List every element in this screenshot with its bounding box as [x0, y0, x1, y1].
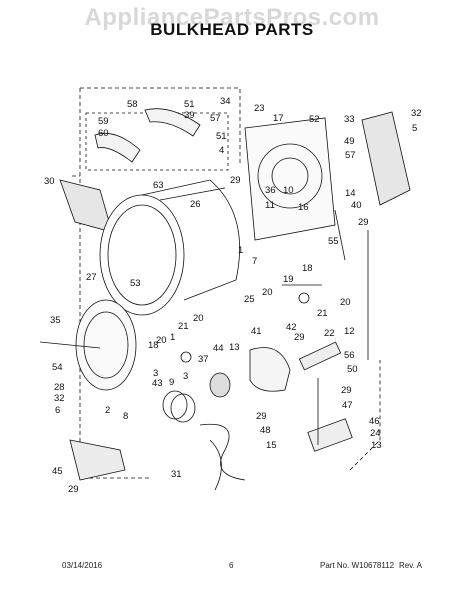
callout-47: 47 [342, 400, 353, 411]
callout-1: 1 [170, 332, 175, 343]
callout-46: 46 [369, 416, 380, 427]
callout-29: 29 [256, 411, 267, 422]
callout-29: 29 [341, 385, 352, 396]
callout-59: 59 [98, 116, 109, 127]
callout-50: 50 [347, 364, 358, 375]
callout-63: 63 [153, 180, 164, 191]
callout-45: 45 [52, 466, 63, 477]
footer-page-number: 6 [229, 561, 234, 570]
callout-34: 34 [220, 96, 231, 107]
callout-18: 18 [148, 340, 159, 351]
callout-25: 25 [244, 294, 255, 305]
callout-51: 51 [184, 99, 195, 110]
callout-13: 13 [371, 440, 382, 451]
callout-1: 1 [238, 245, 243, 256]
callout-7: 7 [252, 256, 257, 267]
callout-5: 5 [412, 123, 417, 134]
callout-33: 33 [344, 114, 355, 125]
callout-20: 20 [193, 313, 204, 324]
callout-20: 20 [156, 335, 167, 346]
callout-6: 6 [55, 405, 60, 416]
callout-57: 57 [210, 113, 221, 124]
callout-53: 53 [130, 278, 141, 289]
callout-13: 13 [229, 342, 240, 353]
callout-16: 16 [298, 202, 309, 213]
callout-56: 56 [344, 350, 355, 361]
footer-date: 03/14/2016 [62, 561, 103, 570]
callout-39: 39 [184, 110, 195, 121]
callout-32: 32 [411, 108, 422, 119]
callout-49: 49 [344, 136, 355, 147]
callout-41: 41 [251, 326, 262, 337]
callout-14: 14 [345, 188, 356, 199]
watermark-text: AppliancePartsPros.com [84, 4, 380, 31]
callout-4: 4 [219, 145, 224, 156]
callout-20: 20 [340, 297, 351, 308]
callout-48: 48 [260, 425, 271, 436]
callout-42: 42 [286, 322, 297, 333]
callout-58: 58 [127, 99, 138, 110]
callout-11: 11 [265, 200, 275, 211]
callout-29: 29 [68, 484, 79, 495]
callout-40: 40 [351, 200, 362, 211]
callout-29: 29 [358, 217, 369, 228]
callout-20: 20 [262, 287, 273, 298]
callout-3: 3 [153, 368, 158, 379]
callout-44: 44 [213, 343, 224, 354]
callout-12: 12 [344, 326, 355, 337]
callout-15: 15 [266, 440, 277, 451]
callout-54: 54 [52, 362, 63, 373]
callout-43: 43 [152, 378, 163, 389]
callout-31: 31 [171, 469, 182, 480]
callout-57: 57 [345, 150, 356, 161]
callout-23: 23 [254, 103, 265, 114]
callout-21: 21 [178, 321, 189, 332]
callout-24: 24 [370, 428, 381, 439]
callout-29: 29 [230, 175, 241, 186]
callout-8: 8 [123, 411, 128, 422]
callout-2: 2 [105, 405, 110, 416]
callout-27: 27 [86, 272, 97, 283]
callout-37: 37 [198, 354, 209, 365]
callout-32: 32 [54, 393, 65, 404]
callout-18: 18 [302, 263, 313, 274]
callout-29: 29 [294, 332, 305, 343]
callout-21: 21 [317, 308, 328, 319]
callout-36: 36 [265, 185, 276, 196]
callout-52: 52 [309, 114, 320, 125]
callout-60: 60 [98, 128, 109, 139]
footer-revision: Rev. A [399, 561, 422, 570]
callout-3: 3 [183, 371, 188, 382]
callout-28: 28 [54, 382, 65, 393]
callout-30: 30 [44, 176, 55, 187]
callout-10: 10 [283, 185, 294, 196]
callout-19: 19 [283, 274, 294, 285]
callout-51: 51 [216, 131, 227, 142]
callout-35: 35 [50, 315, 61, 326]
callout-9: 9 [169, 377, 174, 388]
page-title: BULKHEAD PARTS [150, 20, 314, 39]
callout-17: 17 [273, 113, 284, 124]
callout-55: 55 [328, 236, 339, 247]
footer-part-number: Part No. W10678112 [320, 561, 395, 570]
callout-22: 22 [324, 328, 335, 339]
callout-26: 26 [190, 199, 201, 210]
